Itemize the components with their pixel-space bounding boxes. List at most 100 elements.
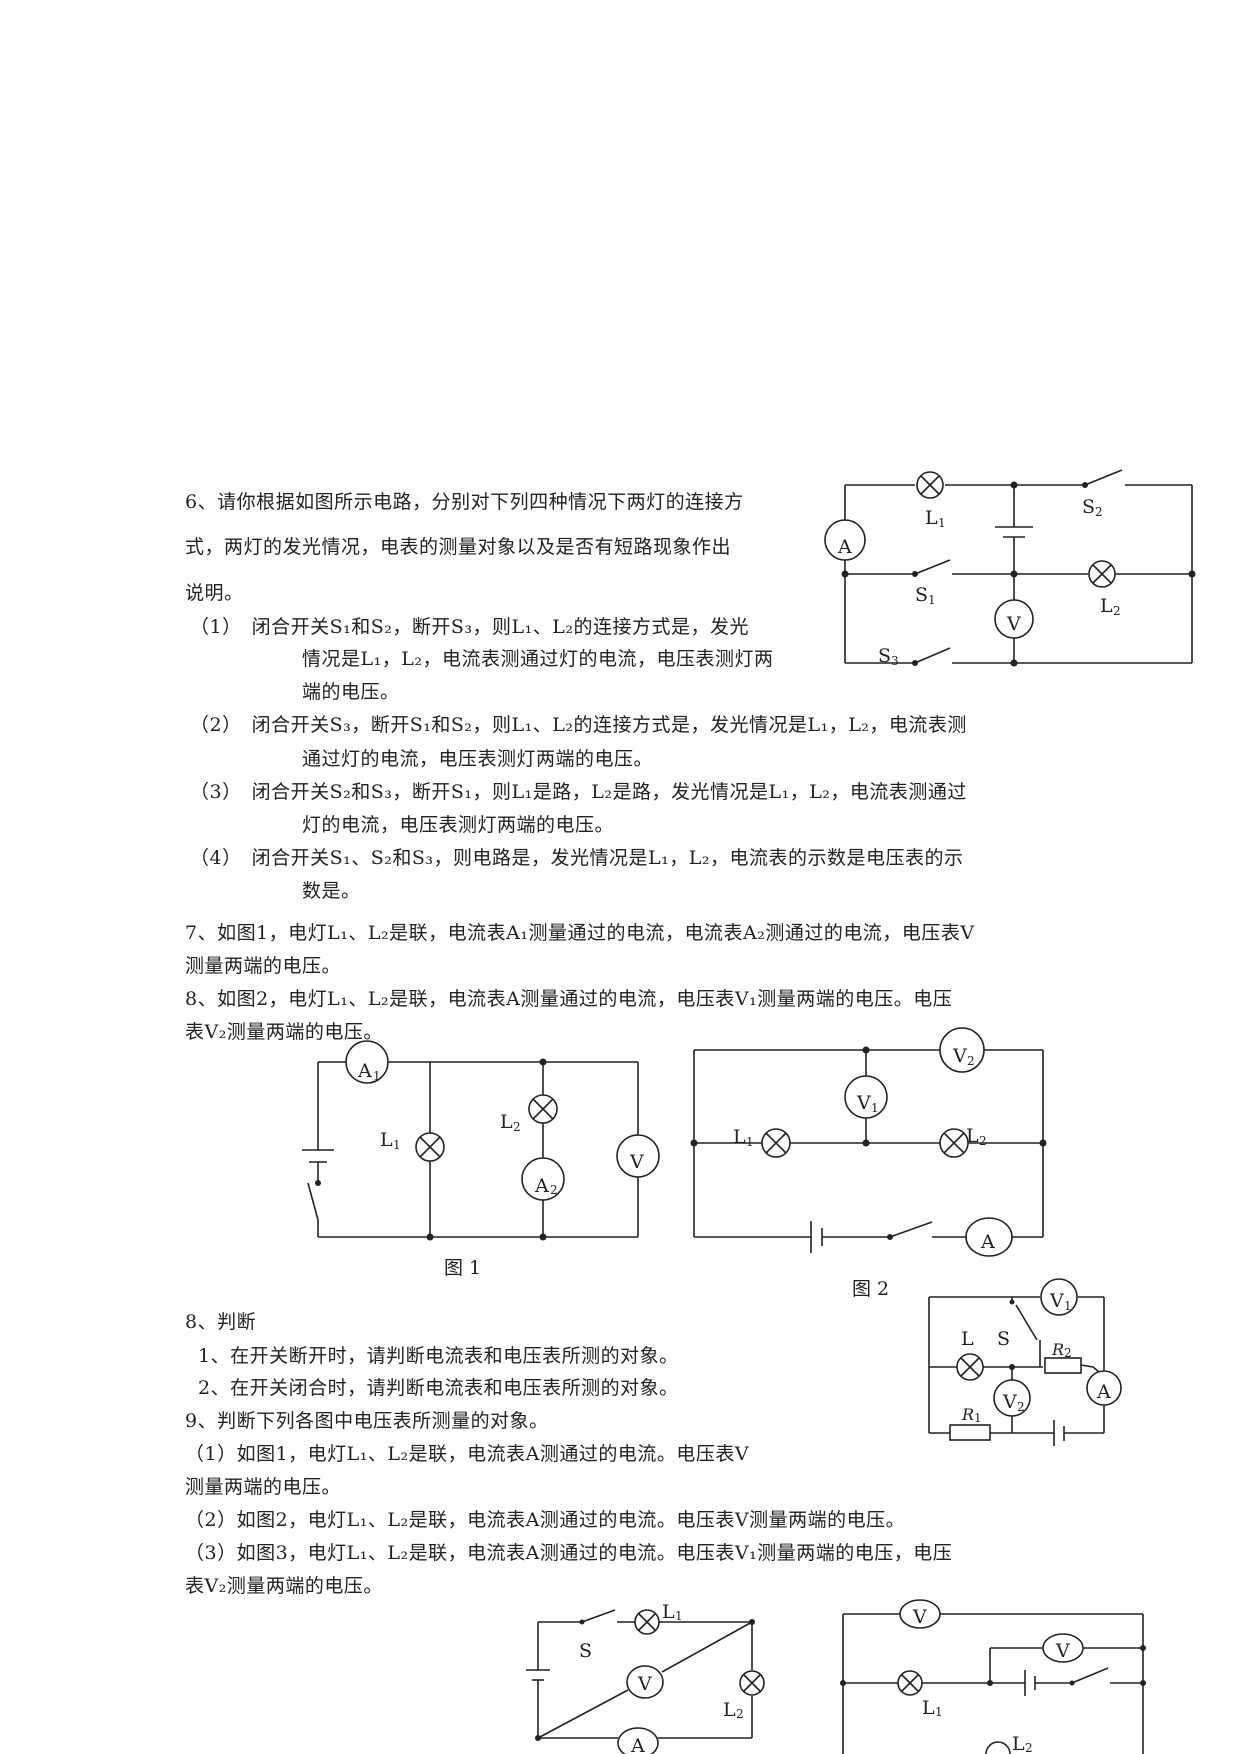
- q7-line-1: 7、如图1，电灯L₁、L₂是联，电流表A₁测量通过的电流，电流表A₂测通过的电流…: [185, 922, 975, 944]
- label-l2-q9: L: [723, 1699, 736, 1721]
- label-s2-sub: 2: [1095, 505, 1103, 519]
- label-s-judge: S: [997, 1328, 1010, 1350]
- label-v2-fig2-sub: 2: [967, 1054, 975, 1068]
- label-a2: A: [534, 1175, 549, 1197]
- voltmeter-v-top-q9: [899, 1599, 941, 1629]
- label-v1-judge-sub: 1: [1064, 1299, 1072, 1313]
- label-v-mid-q9: V: [1055, 1640, 1070, 1662]
- ammeter-a-q9: [617, 1727, 659, 1754]
- q8-line-2: 表V₂测量两端的电压。: [185, 1021, 383, 1043]
- label-s-q9: S: [579, 1640, 592, 1662]
- q6-item-2-line-1: （2） 闭合开关S₃，断开S₁和S₂，则L₁、L₂的连接方式是，发光情况是L₁，…: [190, 714, 967, 736]
- label-v1-fig2: V: [856, 1092, 871, 1114]
- label-r2: R: [1051, 1340, 1064, 1359]
- q6-item-3-line-1: （3） 闭合开关S₂和S₃，断开S₁，则L₁是路，L₂是路，发光情况是L₁，L₂…: [190, 781, 967, 803]
- voltmeter-v2-fig2: [939, 1027, 985, 1073]
- q6-item-1-line-1: （1） 闭合开关S₁和S₂，断开S₃，则L₁、L₂的连接方式是，发光: [190, 616, 749, 638]
- label-l2: L: [1100, 595, 1113, 617]
- q6-line-2: 式，两灯的发光情况，电表的测量对象以及是否有短路现象作出: [185, 536, 732, 558]
- label-l2-fig1: L: [500, 1111, 513, 1133]
- q8-line-1: 8、如图2，电灯L₁、L₂是联，电流表A测量通过的电流，电压表V₁测量两端的电压…: [185, 988, 953, 1010]
- q6-circuit-diagram: A V L 1 S 2 S 1 L 2 S 3: [824, 469, 1196, 668]
- figure-1-circuit: A 1 L 1 L 2 A 2 V: [302, 1040, 660, 1241]
- label-a-judge: A: [1096, 1381, 1111, 1403]
- voltmeter-v-fig1: [616, 1134, 660, 1178]
- ammeter-a-label: A: [837, 536, 852, 558]
- label-r1: R: [961, 1405, 974, 1424]
- resistor-r1: [949, 1424, 991, 1441]
- label-s1: S: [915, 584, 928, 606]
- label-a-fig2: A: [980, 1231, 995, 1253]
- q6-item-1-line-2: 情况是L₁，L₂，电流表测通过灯的电流，电压表测灯两: [302, 648, 774, 670]
- ammeter-a: [824, 519, 866, 561]
- label-l1-fig1: L: [380, 1129, 393, 1151]
- ammeter-a2: [521, 1157, 565, 1201]
- label-v1-judge: V: [1049, 1290, 1064, 1312]
- q7-line-2: 测量两端的电压。: [185, 955, 342, 977]
- label-l2-q9-fig2-sub: 2: [1025, 1741, 1033, 1754]
- q6-item-3-line-2: 灯的电流，电压表测灯两端的电压。: [302, 814, 615, 836]
- label-s3-sub: 3: [891, 654, 899, 668]
- voltmeter-v-label: V: [1006, 613, 1021, 635]
- label-v-fig1: V: [629, 1151, 644, 1173]
- ammeter-a1: [345, 1040, 389, 1084]
- ammeter-a-judge: [1086, 1370, 1122, 1406]
- label-v-top-q9: V: [912, 1606, 927, 1628]
- label-s3: S: [878, 645, 891, 667]
- q9-figure-2-circuit: V V L 1 L 2: [840, 1599, 1146, 1754]
- voltmeter-v1-fig2: [844, 1075, 888, 1119]
- q9-item-1-line-1: （1）如图1，电灯L₁、L₂是联，电流表A测通过的电流。电压表V: [185, 1443, 750, 1465]
- label-l1: L: [925, 507, 938, 529]
- judgement-circuit: V 1 V 2 A L S R 2 R 1: [928, 1278, 1122, 1446]
- voltmeter-v1-judge: [1040, 1278, 1078, 1316]
- q6-item-4-line-1: （4） 闭合开关S₁、S₂和S₃，则电路是，发光情况是L₁，L₂，电流表的示数是…: [190, 847, 964, 869]
- q6-line-1: 6、请你根据如图所示电路，分别对下列四种情况下两灯的连接方: [185, 491, 744, 513]
- label-s2: S: [1082, 496, 1095, 518]
- q8b-title: 8、判断: [185, 1311, 257, 1333]
- label-l2-sub: 2: [1113, 604, 1121, 618]
- q8b-item-2: 2、在开关闭合时，请判断电流表和电压表所测的对象。: [198, 1377, 679, 1399]
- label-l2-q9-sub: 2: [736, 1707, 744, 1721]
- label-r1-sub: 1: [974, 1411, 982, 1425]
- figure-2-circuit: V 2 V 1 L 1 L 2 A: [690, 1027, 1047, 1257]
- voltmeter-v: [994, 599, 1034, 639]
- label-v1-fig2-sub: 1: [871, 1101, 879, 1115]
- q9-title: 9、判断下列各图中电压表所测量的对象。: [185, 1410, 549, 1432]
- label-a1-sub: 1: [373, 1069, 381, 1083]
- label-a1: A: [357, 1060, 372, 1082]
- label-v2-judge-sub: 2: [1017, 1400, 1025, 1414]
- label-v-q9: V: [637, 1673, 652, 1695]
- label-l2-fig2: L: [966, 1125, 979, 1147]
- label-l1-q9-fig2-sub: 1: [935, 1705, 943, 1719]
- q6-item-2-line-2: 通过灯的电流，电压表测灯两端的电压。: [302, 748, 654, 770]
- q6-item-4-line-2: 数是。: [302, 880, 361, 902]
- label-l1-q9-sub: 1: [675, 1609, 683, 1623]
- figure-2-caption: 图 2: [852, 1278, 890, 1300]
- label-l2-fig1-sub: 2: [513, 1120, 521, 1134]
- label-l1-fig2: L: [733, 1126, 746, 1148]
- label-l2-fig2-sub: 2: [979, 1134, 987, 1148]
- label-l1-fig2-sub: 1: [746, 1135, 754, 1149]
- q6-item-1-line-3: 端的电压。: [302, 681, 400, 703]
- label-v2-fig2: V: [952, 1045, 967, 1067]
- label-l1-sub: 1: [938, 516, 946, 530]
- label-l1-q9-fig2: L: [922, 1697, 935, 1719]
- label-l1-q9: L: [662, 1601, 675, 1623]
- label-l-judge: L: [961, 1328, 974, 1350]
- q6-line-3: 说明。: [185, 582, 244, 604]
- label-s1-sub: 1: [928, 593, 936, 607]
- resistor-r2: [1044, 1357, 1082, 1374]
- voltmeter-v-q9: [626, 1665, 664, 1699]
- q9-item-3-line-1: （3）如图3，电灯L₁、L₂是联，电流表A测通过的电流。电压表V₁测量两端的电压…: [185, 1542, 953, 1564]
- label-l2-q9-fig2: L: [1012, 1733, 1025, 1754]
- q9-figure-1-circuit: V A S L 1 L 2: [526, 1601, 765, 1754]
- q9-item-3-line-2: 表V₂测量两端的电压。: [185, 1575, 383, 1597]
- ammeter-a-fig2: [965, 1217, 1013, 1257]
- label-a2-sub: 2: [550, 1183, 558, 1197]
- label-r2-sub: 2: [1064, 1346, 1072, 1360]
- figure-1-caption: 图 1: [444, 1257, 482, 1279]
- lamp-l2-q9-fig2: [985, 1741, 1011, 1754]
- label-a-q9: A: [630, 1735, 645, 1754]
- label-v2-judge: V: [1002, 1391, 1017, 1413]
- q9-item-2: （2）如图2，电灯L₁、L₂是联，电流表A测通过的电流。电压表V测量两端的电压。: [185, 1509, 906, 1531]
